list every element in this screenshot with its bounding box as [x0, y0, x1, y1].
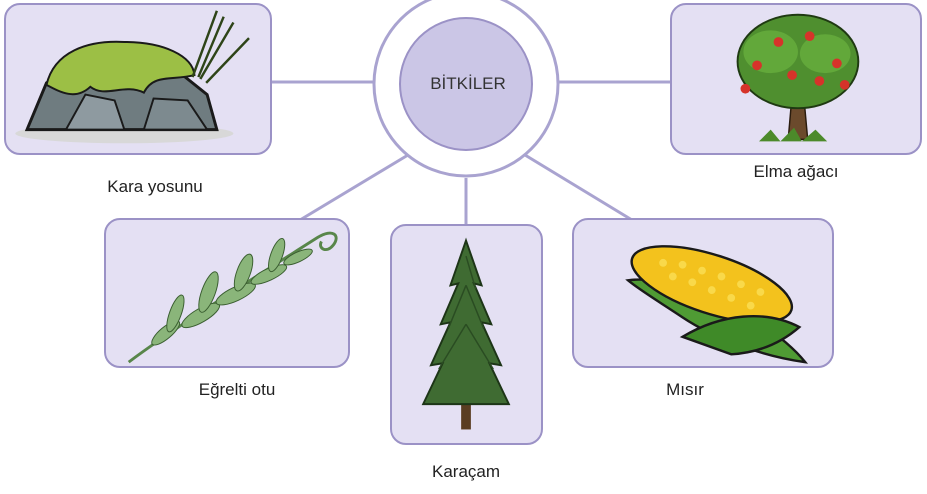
center-label: BİTKİLER — [413, 74, 523, 94]
card-misir — [572, 218, 834, 368]
label-karacam: Karaçam — [432, 462, 500, 482]
apple-tree-icon — [672, 5, 920, 153]
label-egrelti-otu: Eğrelti otu — [199, 380, 276, 400]
card-elma-agaci — [670, 3, 922, 155]
label-elma-agaci: Elma ağacı — [753, 162, 838, 182]
card-egrelti-otu — [104, 218, 350, 368]
card-karacam — [390, 224, 543, 445]
label-misir: Mısır — [666, 380, 704, 400]
label-kara-yosunu: Kara yosunu — [107, 177, 202, 197]
corn-icon — [574, 220, 832, 366]
pine-tree-icon — [392, 226, 541, 443]
card-kara-yosunu — [4, 3, 272, 155]
connector-misir — [525, 155, 632, 220]
moss-on-rock-icon — [6, 5, 270, 153]
fern-icon — [106, 220, 348, 366]
connector-egrelti-otu — [300, 155, 408, 220]
